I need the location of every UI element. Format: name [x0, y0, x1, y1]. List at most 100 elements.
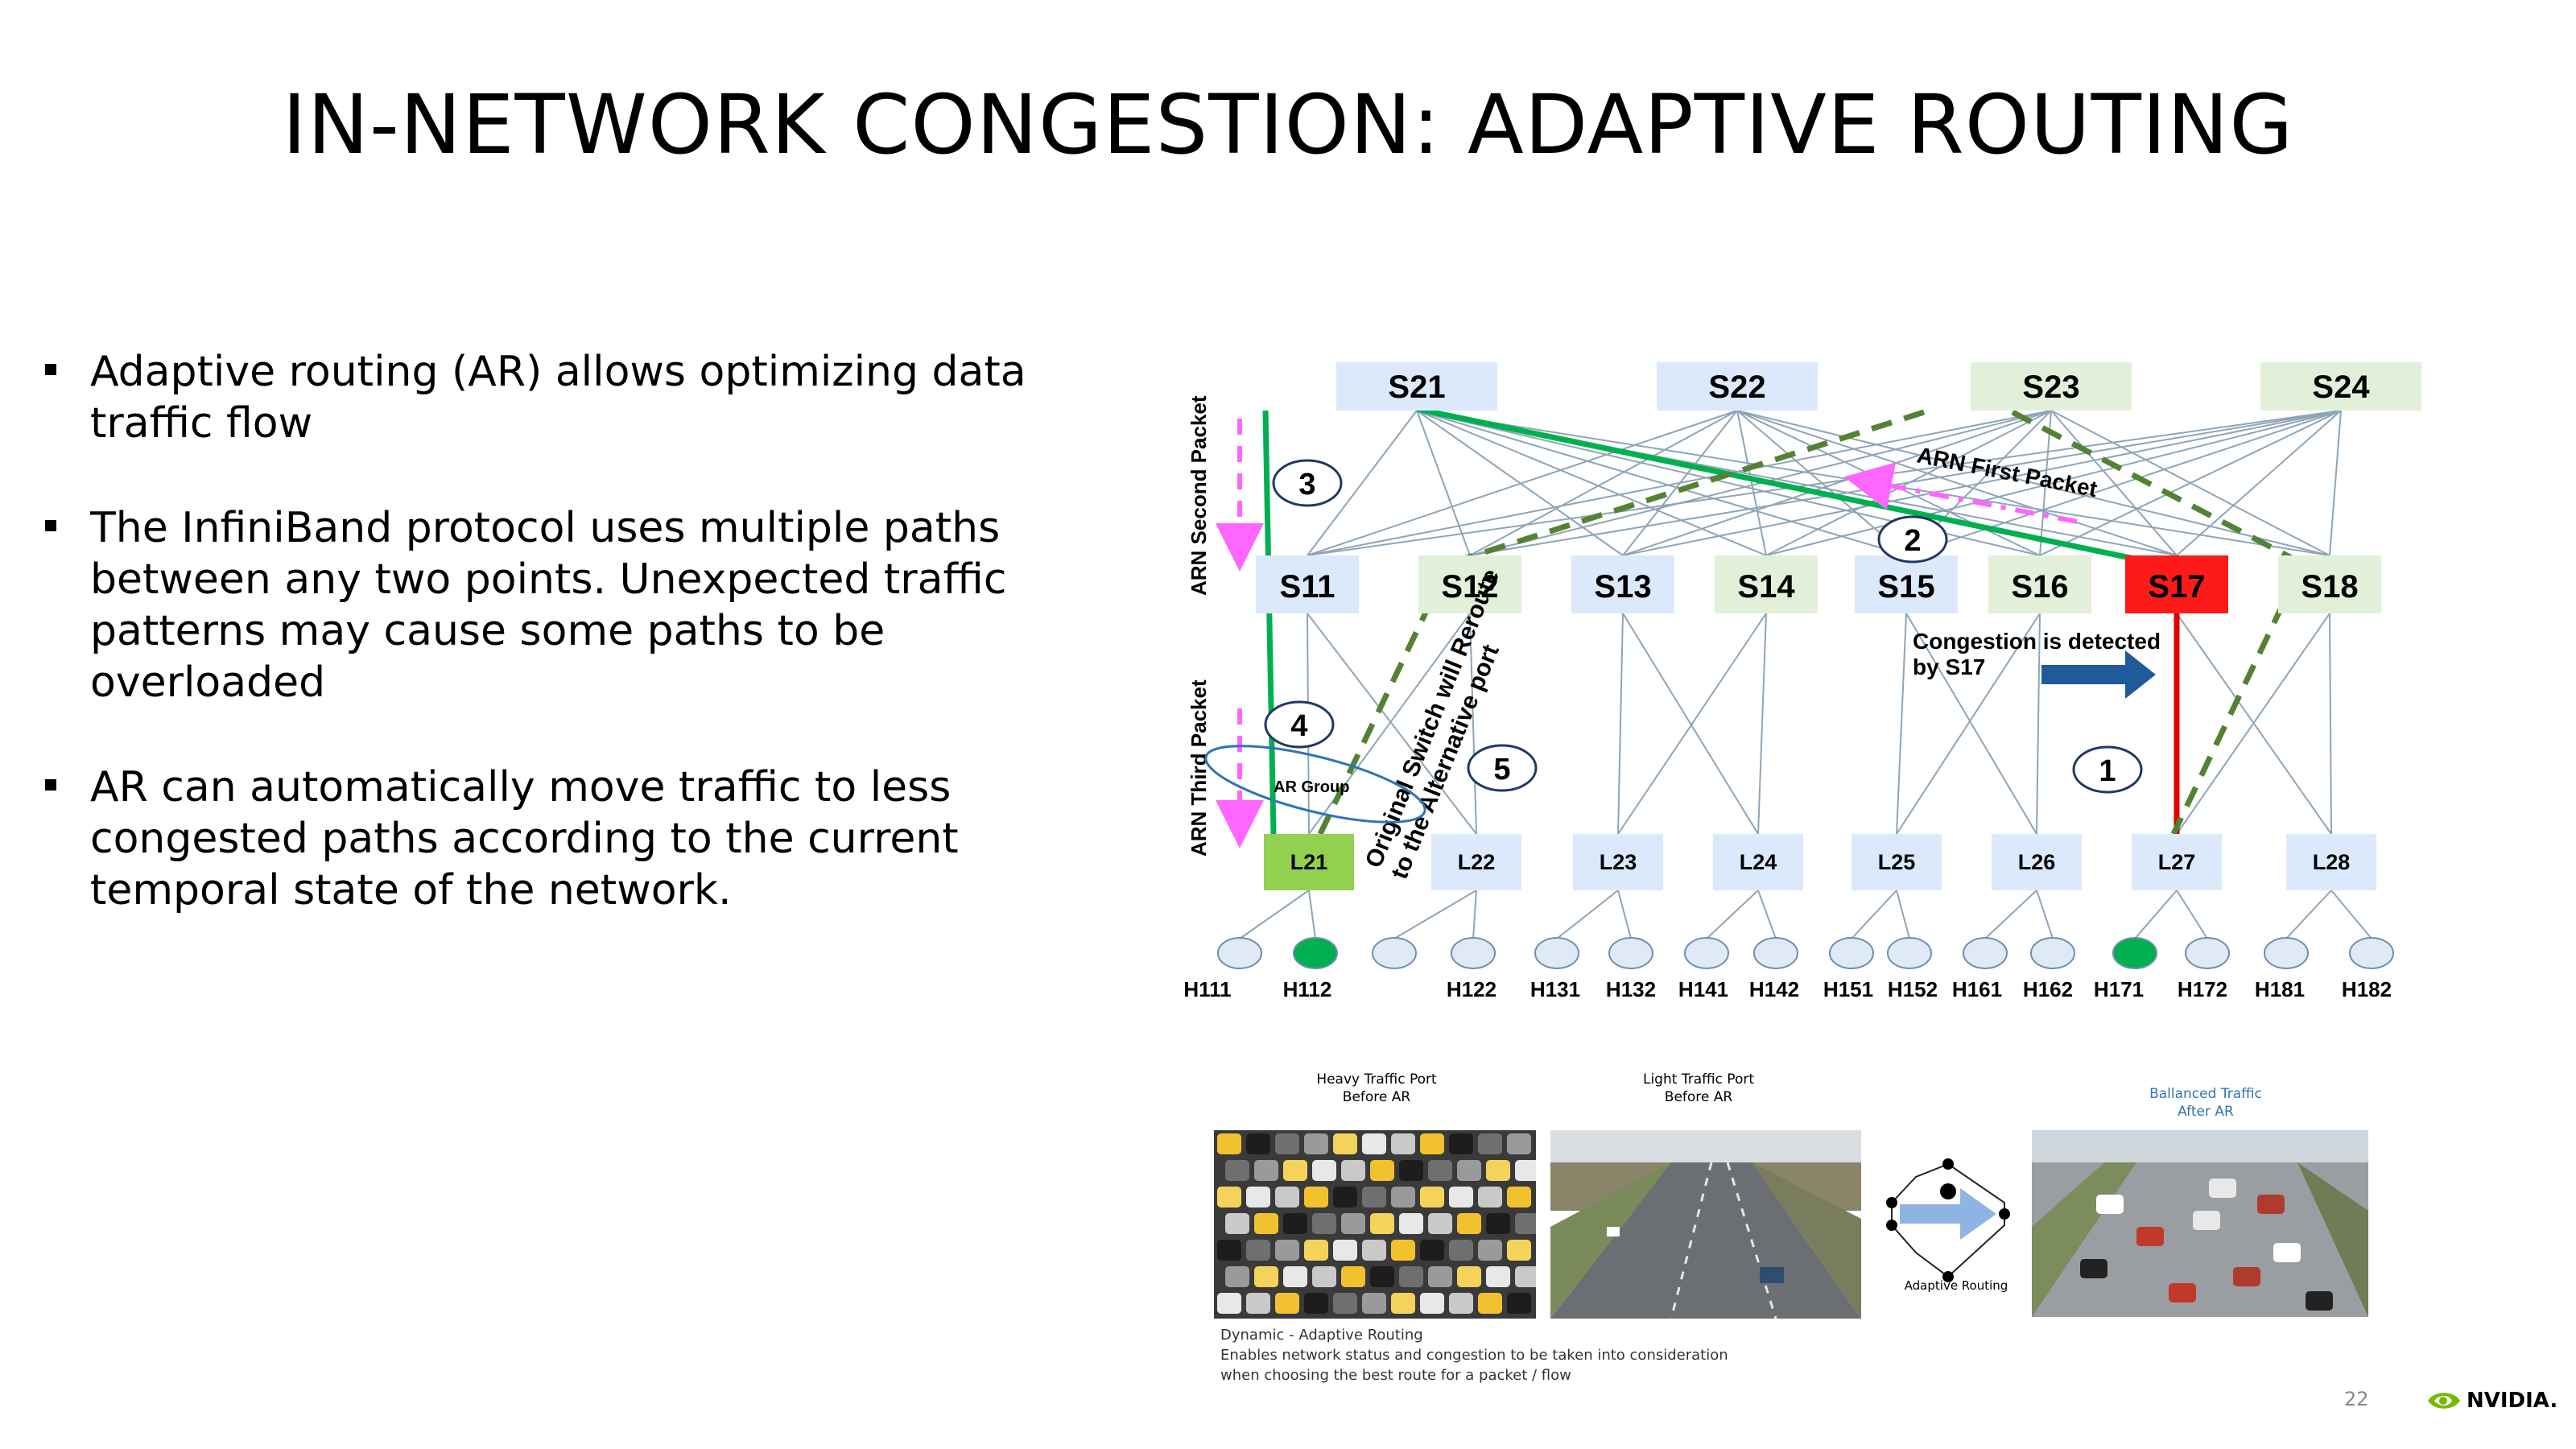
spine-mid-link — [2050, 410, 2178, 556]
car-shape — [1370, 1266, 1394, 1287]
host-node — [2264, 937, 2309, 969]
leaf-host-link — [1984, 890, 2037, 939]
mid-leaf-link — [1617, 613, 1624, 835]
mid-leaf-link — [1896, 613, 2041, 835]
mid-switch-label: S13 — [1594, 569, 1651, 605]
road-shape — [2273, 1243, 2301, 1262]
host-label: H122 — [1447, 977, 1496, 1001]
bullet-item: AR can automatically move traffic to les… — [45, 762, 1092, 916]
host-node — [1887, 937, 1932, 969]
mid-leaf-link — [1905, 613, 2037, 835]
car-shape — [1304, 1240, 1328, 1261]
nvidia-eye-icon — [2428, 1393, 2460, 1409]
car-shape — [1507, 1187, 1531, 1208]
car-shape — [1428, 1266, 1452, 1287]
leaf-switch-label: L21 — [1290, 850, 1328, 874]
light-traffic-photo — [1550, 1130, 1861, 1319]
car-shape — [1420, 1133, 1444, 1154]
leaf-switch-label: L25 — [1878, 850, 1916, 874]
ar-group-ellipse — [1204, 745, 1426, 824]
car-shape — [1341, 1213, 1365, 1234]
road-shape — [2297, 1162, 2368, 1317]
car-shape — [1225, 1160, 1249, 1181]
spine-mid-link — [1307, 410, 2342, 556]
car-shape — [1246, 1133, 1270, 1154]
leaf-host-link — [1556, 890, 1619, 939]
mid-leaf-link — [2176, 613, 2330, 835]
car-shape — [1507, 1133, 1531, 1154]
leaf-host-link — [1617, 890, 1632, 939]
road-shape — [2080, 1259, 2107, 1278]
mid-switch-label: S15 — [1877, 569, 1934, 605]
leaf-host-link — [1239, 890, 1310, 939]
mid-switch-label: S12 — [1441, 569, 1498, 605]
car-shape — [1217, 1240, 1241, 1261]
leaf-switch-label: L26 — [2018, 850, 2056, 874]
ar-group-label: AR Group — [1274, 778, 1349, 796]
adaptive-routing-arrow — [1886, 1158, 2010, 1282]
car-shape — [1370, 1160, 1394, 1181]
balanced-traffic-line2: After AR — [2178, 1104, 2234, 1120]
leaf-host-link — [1472, 890, 1477, 939]
spine-switch-label: S21 — [1388, 369, 1445, 405]
bullet-text: AR can automatically move traffic to les… — [90, 763, 959, 914]
car-shape — [1515, 1213, 1536, 1234]
spine-mid-link — [1905, 410, 2342, 556]
spine-mid-link — [1736, 410, 2330, 556]
car-shape — [1246, 1187, 1270, 1208]
car-shape — [1283, 1266, 1307, 1287]
spine-mid-link — [1416, 410, 1767, 556]
caption-line1: Dynamic - Adaptive Routing — [1220, 1327, 1423, 1344]
car-shape — [1507, 1240, 1531, 1261]
heavy-traffic-line1: Heavy Traffic Port — [1316, 1071, 1437, 1088]
car-shape — [1399, 1213, 1423, 1234]
car-shape — [1420, 1187, 1444, 1208]
mid-leaf-link — [1757, 613, 1767, 835]
mid-switch-label: S14 — [1737, 569, 1795, 605]
spine-mid-link — [1307, 410, 1738, 556]
spine-mid-link — [2039, 410, 2052, 556]
car-shape — [1515, 1160, 1536, 1181]
spine-mid-link — [1469, 410, 2342, 556]
leaf-host-link — [1308, 890, 1316, 939]
host-label: H171 — [2094, 977, 2144, 1001]
spine-switch-label: S22 — [1708, 369, 1765, 405]
balanced-traffic-photo — [2032, 1130, 2368, 1317]
light-traffic-line2: Before AR — [1664, 1089, 1733, 1105]
congestion-label-line2: by S17 — [1913, 654, 1985, 679]
car-shape — [1391, 1133, 1415, 1154]
car-shape — [1312, 1213, 1336, 1234]
mid-switch-label: S16 — [2011, 569, 2068, 605]
car-shape — [1304, 1187, 1328, 1208]
step-number: 2 — [1904, 524, 1921, 558]
leaf-switch-box — [1264, 834, 1354, 890]
car-shape — [1486, 1266, 1510, 1287]
congestion-arrow-icon — [2041, 650, 2156, 699]
spine-mid-link — [1416, 410, 1471, 556]
road-shape — [2306, 1291, 2333, 1311]
host-node — [1829, 937, 1874, 969]
car-shape — [1478, 1240, 1502, 1261]
host-label: H132 — [1606, 977, 1656, 1001]
leaf-host-link — [1757, 890, 1777, 939]
host-node — [2112, 937, 2157, 969]
step-circle — [2072, 745, 2143, 794]
mid-leaf-link — [1617, 613, 1767, 835]
car-shape — [1428, 1160, 1452, 1181]
first-packet-arrow — [1843, 462, 2078, 524]
balanced-traffic-title: Ballanced Traffic After AR — [2085, 1085, 2326, 1121]
step-number: 1 — [2099, 754, 2116, 788]
host-node — [1217, 937, 1262, 969]
mid-leaf-link — [2329, 613, 2332, 835]
spine-mid-link — [1307, 410, 1418, 556]
road-shape — [2096, 1195, 2124, 1214]
second-packet-label: ARN Second Packet — [1187, 395, 1211, 596]
leaf-switch-label: L23 — [1600, 850, 1637, 874]
congestion-label-line1: Congestion is detected — [1913, 629, 2161, 654]
host-label: H162 — [2023, 977, 2073, 1001]
leaf-host-link — [2176, 890, 2208, 939]
car-shape — [1370, 1213, 1394, 1234]
step-number: 4 — [1290, 709, 1307, 743]
